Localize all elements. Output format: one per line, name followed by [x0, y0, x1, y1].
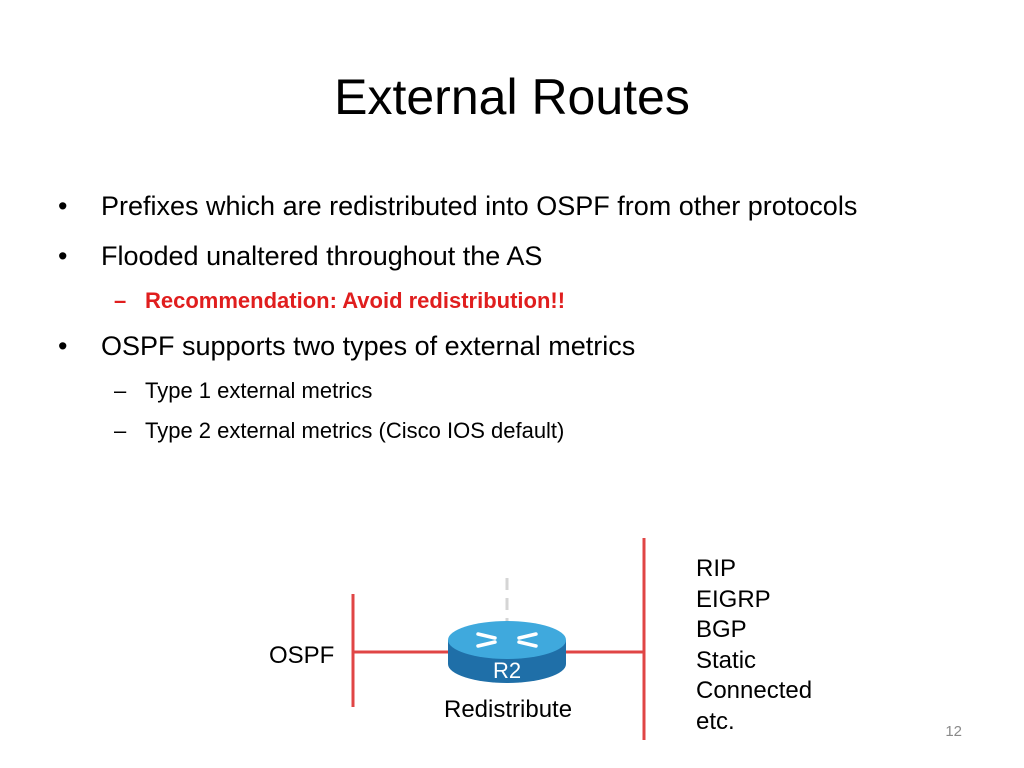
bullet-dot-icon: •: [58, 331, 68, 361]
dash-icon: –: [114, 378, 127, 403]
router-label: R2: [493, 658, 521, 683]
dash-icon: –: [114, 418, 127, 443]
protocol-item: Static: [696, 646, 757, 674]
ospf-label: OSPF: [269, 642, 335, 669]
external-protocol-list: RIP EIGRP BGP Static Connected etc.: [696, 554, 812, 738]
sub-bullet-item: – Type 2 external metrics (Cisco IOS def…: [58, 416, 858, 446]
sub-bullet-text: Type 1 external metrics: [145, 378, 373, 403]
bullet-text: Flooded unaltered throughout the AS: [101, 241, 543, 271]
router-icon: R2: [448, 621, 566, 683]
bullet-dot-icon: •: [58, 241, 68, 271]
sub-bullet-text: Type 2 external metrics (Cisco IOS defau…: [145, 418, 565, 443]
sub-bullet-item: – Type 1 external metrics: [58, 376, 858, 406]
slide-number: 12: [945, 723, 962, 740]
sub-bullet-text: Recommendation: Avoid redistribution!!: [145, 288, 566, 313]
bullet-dot-icon: •: [58, 191, 68, 221]
sub-bullet-item: – Recommendation: Avoid redistribution!!: [58, 286, 858, 316]
protocol-item: Connected: [696, 677, 813, 705]
bullet-list: • Prefixes which are redistributed into …: [58, 186, 858, 456]
protocol-item: BGP: [696, 616, 747, 644]
protocol-item: etc.: [696, 707, 735, 735]
bullet-text: OSPF supports two types of external metr…: [101, 331, 636, 361]
protocol-item: RIP: [696, 555, 737, 582]
redistribute-label: Redistribute: [444, 696, 573, 723]
slide-title: External Routes: [334, 69, 690, 125]
dash-icon: –: [114, 288, 127, 313]
bullet-text: Prefixes which are redistributed into OS…: [101, 191, 858, 221]
protocol-item: EIGRP: [696, 585, 771, 613]
bullet-item: • Prefixes which are redistributed into …: [58, 186, 858, 226]
bullet-item: • OSPF supports two types of external me…: [58, 326, 858, 366]
bullet-item: • Flooded unaltered throughout the AS: [58, 236, 858, 276]
